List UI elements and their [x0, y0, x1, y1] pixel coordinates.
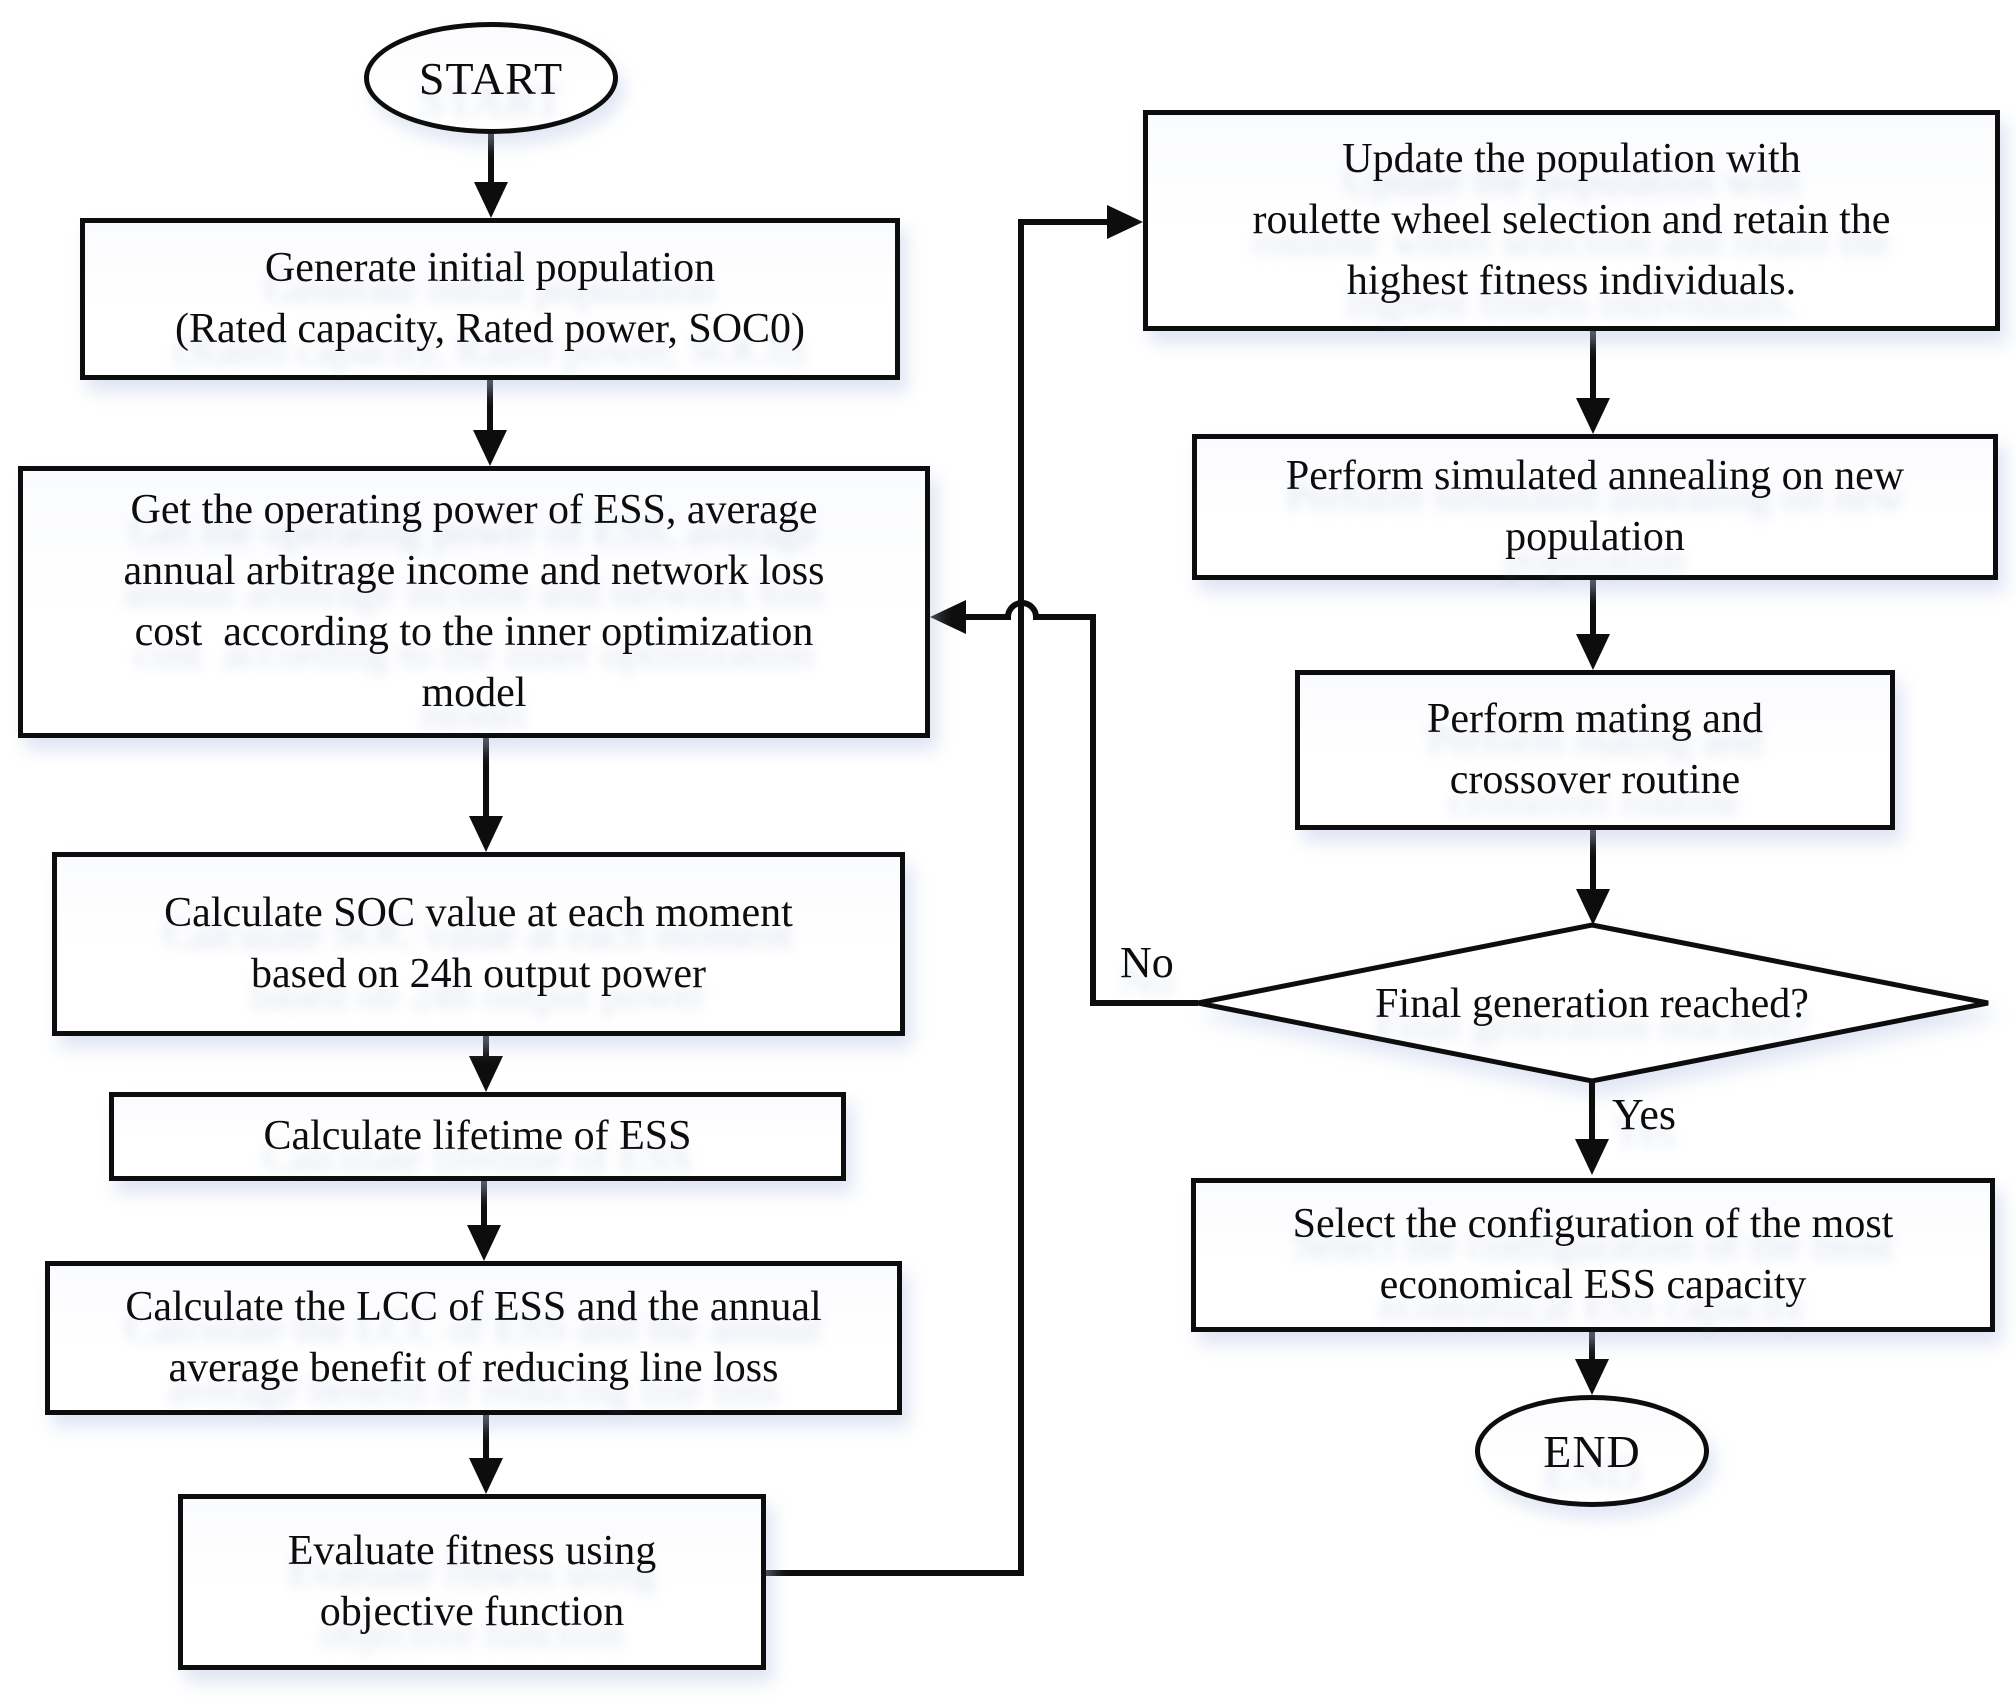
node-text-line: model [421, 670, 527, 716]
node-text-line: Update the population with [1342, 136, 1801, 182]
arrowhead-into-update [1107, 205, 1143, 239]
arrowhead-into-select [1575, 1139, 1609, 1175]
simulated-annealing-box: Perform simulated annealing on new popul… [1192, 434, 1998, 580]
node-text-line: Perform simulated annealing on new [1285, 453, 1905, 499]
inner-optimization-model-box: Get the operating power of ESS, average … [18, 466, 930, 738]
node-text-line: objective function [319, 1589, 625, 1635]
node-text-line: roulette wheel selection and retain the [1252, 197, 1891, 243]
node-text-line: economical ESS capacity [1379, 1262, 1807, 1308]
node-text-line: average benefit of reducing line loss [168, 1345, 779, 1391]
update-population-box: Update the population with roulette whee… [1143, 110, 2000, 331]
arrowhead-into-generate [474, 182, 508, 218]
arrowhead-into-lifetime [469, 1056, 503, 1092]
yes-branch-label: Yes [1612, 1090, 1677, 1139]
no-branch-label: No [1120, 938, 1174, 987]
end-label: END [1543, 1425, 1641, 1477]
node-text-line: population [1505, 514, 1685, 560]
node-text-line: (Rated capacity, Rated power, SOC0) [174, 306, 806, 352]
mating-crossover-box: Perform mating and crossover routine [1295, 670, 1895, 830]
node-text-line: Calculate lifetime of ESS [263, 1113, 692, 1159]
arrowhead-into-soc [469, 816, 503, 852]
edge-no-return-with-hop [966, 600, 1198, 1006]
select-configuration-box: Select the configuration of the most eco… [1191, 1178, 1995, 1332]
calculate-soc-box: Calculate SOC value at each moment based… [52, 852, 905, 1036]
calculate-lifetime-box: Calculate lifetime of ESS [109, 1092, 846, 1181]
arrowhead-into-end [1575, 1359, 1609, 1395]
arrowhead-into-inner-return [930, 600, 966, 634]
end-terminator: END [1475, 1395, 1709, 1507]
node-text-line: Evaluate fitness using [287, 1528, 657, 1574]
arrowhead-into-decision [1576, 889, 1610, 925]
node-text-line: based on 24h output power [251, 951, 706, 997]
arrowhead-into-fitness [469, 1458, 503, 1494]
node-text-line: crossover routine [1449, 757, 1741, 803]
node-text-line: Calculate SOC value at each moment [164, 890, 793, 936]
node-text-line: annual arbitrage income and network loss [123, 548, 825, 594]
calculate-lcc-box: Calculate the LCC of ESS and the annual … [45, 1261, 902, 1415]
node-text-line: Calculate the LCC of ESS and the annual [125, 1284, 822, 1330]
node-text-line: Final generation reached? [1375, 980, 1809, 1027]
node-text-line: Generate initial population [264, 245, 716, 291]
node-text-line: Perform mating and [1427, 696, 1763, 742]
arrowhead-into-inner [473, 430, 507, 466]
arrowhead-into-lcc [467, 1225, 501, 1261]
evaluate-fitness-box: Evaluate fitness using objective functio… [178, 1494, 766, 1670]
arrowhead-into-anneal [1576, 398, 1610, 434]
node-text-line: Select the configuration of the most [1292, 1201, 1894, 1247]
node-text-line: Get the operating power of ESS, average [130, 487, 818, 533]
arrowhead-into-mating [1576, 634, 1610, 670]
start-label: START [418, 52, 564, 104]
edge-fitness-to-update-loop [766, 219, 1107, 1576]
generate-initial-population-box: Generate initial population (Rated capac… [80, 218, 900, 380]
start-terminator: START [364, 22, 618, 134]
final-generation-decision-label: Final generation reached? [1292, 976, 1892, 1032]
node-text-line: highest fitness individuals. [1346, 258, 1797, 304]
node-text-line: cost according to the inner optimization [134, 609, 814, 655]
